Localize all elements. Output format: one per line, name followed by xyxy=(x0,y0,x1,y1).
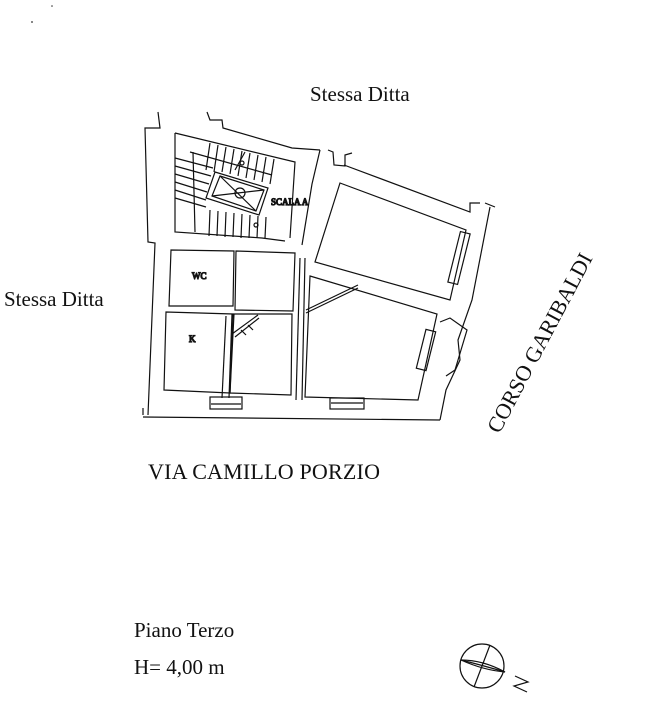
neighbor-label-west: Stessa Ditta xyxy=(4,287,104,311)
interior-walls xyxy=(163,182,471,410)
floor-title: Piano Terzo xyxy=(134,618,235,642)
north-letter xyxy=(512,675,530,693)
floor-height: H= 4,00 m xyxy=(134,655,225,679)
neighbor-label-north: Stessa Ditta xyxy=(310,82,410,106)
room-label-wc: WC xyxy=(192,271,207,281)
outer-walls xyxy=(142,111,496,421)
compass-rose-icon xyxy=(459,643,530,693)
stairwell xyxy=(174,132,296,242)
room-label-stair: SCALA A xyxy=(271,197,309,207)
street-label-south: VIA CAMILLO PORZIO xyxy=(148,459,381,484)
room-label-kitchen: K xyxy=(189,334,196,344)
